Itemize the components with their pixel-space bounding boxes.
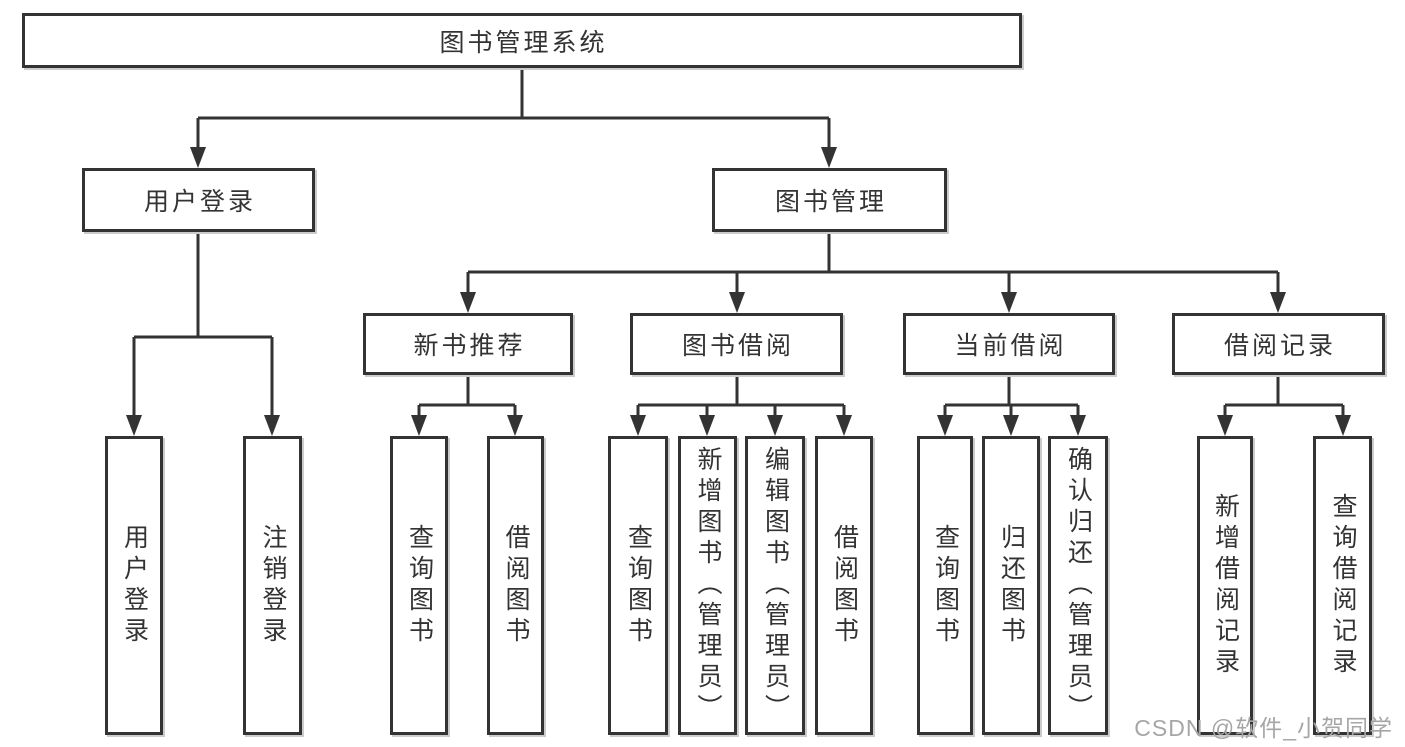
node-book-management: 图书管理: [712, 168, 947, 232]
leaf-edit-books-admin: 编辑图书（管理员）: [745, 436, 805, 735]
leaf-query-books-1: 查询图书: [390, 436, 448, 735]
leaf-query-borrow-record: 查询借阅记录: [1313, 436, 1372, 735]
node-borrow-records: 借阅记录: [1172, 313, 1385, 375]
node-current-borrow: 当前借阅: [903, 313, 1115, 375]
leaf-add-books-admin: 新增图书（管理员）: [678, 436, 737, 735]
node-book-borrow: 图书借阅: [630, 313, 843, 375]
node-root: 图书管理系统: [22, 13, 1022, 68]
leaf-return-books: 归还图书: [982, 436, 1040, 735]
leaf-add-borrow-record: 新增借阅记录: [1197, 436, 1253, 735]
leaf-borrow-books-2: 借阅图书: [815, 436, 873, 735]
leaf-query-books-2: 查询图书: [608, 436, 668, 735]
node-new-book-recommend: 新书推荐: [363, 313, 573, 375]
leaf-user-login: 用户登录: [105, 436, 163, 735]
node-user-login: 用户登录: [82, 168, 315, 232]
leaf-confirm-return-admin: 确认归还（管理员）: [1048, 436, 1108, 735]
leaf-logout: 注销登录: [243, 436, 302, 735]
leaf-borrow-books-1: 借阅图书: [487, 436, 544, 735]
leaf-query-books-3: 查询图书: [917, 436, 973, 735]
watermark: CSDN @软件_小贺同学: [1134, 715, 1393, 741]
